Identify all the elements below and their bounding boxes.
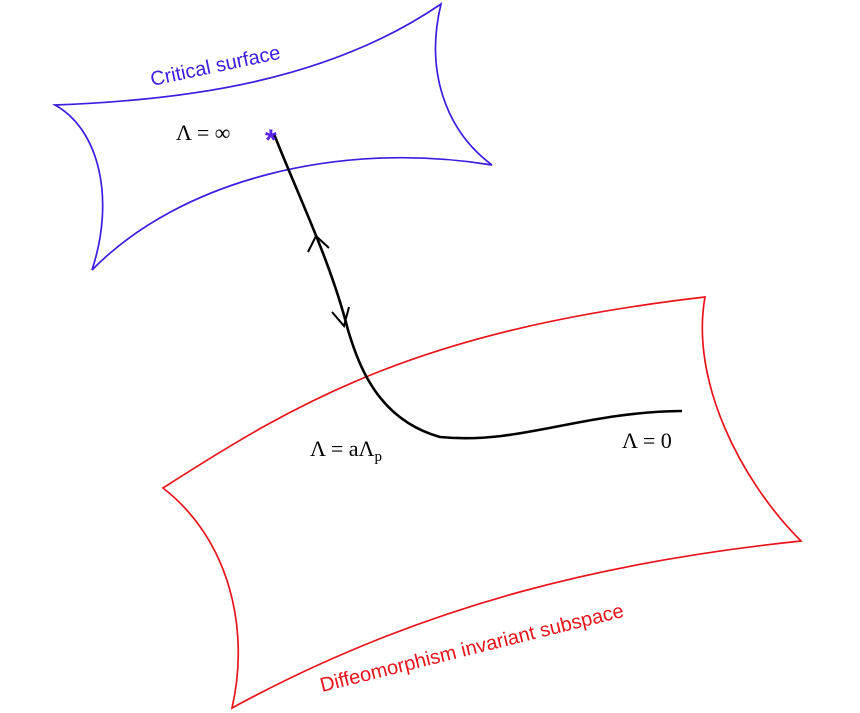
lambda-infinity-label: Λ = ∞: [176, 120, 230, 145]
lambda-a-lambda-p-label: Λ = aΛp: [310, 436, 382, 465]
asterisk-icon: *: [265, 124, 277, 157]
lambda-zero-label: Λ = 0: [622, 428, 672, 453]
arrowhead-down-icon: [331, 306, 350, 329]
subspace-outline: [161, 296, 803, 710]
critical-surface-outline: [51, 2, 493, 271]
arrowhead-up-icon: [307, 234, 330, 253]
lambda-a-subscript: p: [375, 449, 383, 465]
rg-trajectory: [272, 133, 683, 440]
critical-surface-label: Critical surface: [148, 42, 282, 91]
subspace-label: Diffeomorphism invariant subspace: [318, 600, 626, 697]
lambda-a-main-text: Λ = aΛ: [310, 436, 375, 461]
